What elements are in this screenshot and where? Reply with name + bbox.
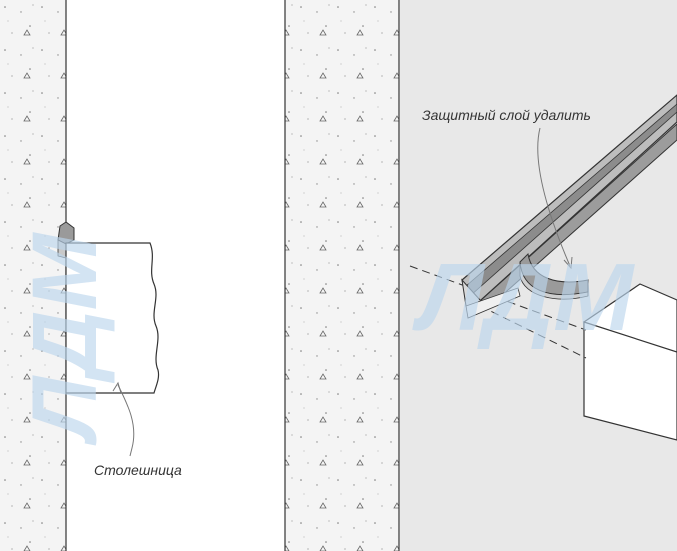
protective-tape-face bbox=[519, 261, 589, 300]
middle-wall-texture bbox=[285, 0, 399, 551]
profile-base-strip bbox=[465, 287, 521, 319]
protective-layer-leader-arrow bbox=[563, 256, 573, 270]
guide-line-lower bbox=[467, 299, 587, 359]
left-wall-texture bbox=[0, 0, 66, 551]
watermark-right: ЛДМ bbox=[412, 244, 635, 351]
countertop-front-face bbox=[583, 321, 677, 441]
countertop-label: Столешница bbox=[94, 462, 182, 478]
countertop-leader-arrow bbox=[112, 381, 122, 394]
countertop-leader bbox=[117, 384, 135, 457]
protective-layer-label: Защитный слой удалить bbox=[422, 107, 591, 123]
watermark-left: ЛДМ bbox=[14, 231, 116, 446]
protective-layer-leader bbox=[537, 127, 571, 267]
countertop-section bbox=[65, 242, 160, 394]
